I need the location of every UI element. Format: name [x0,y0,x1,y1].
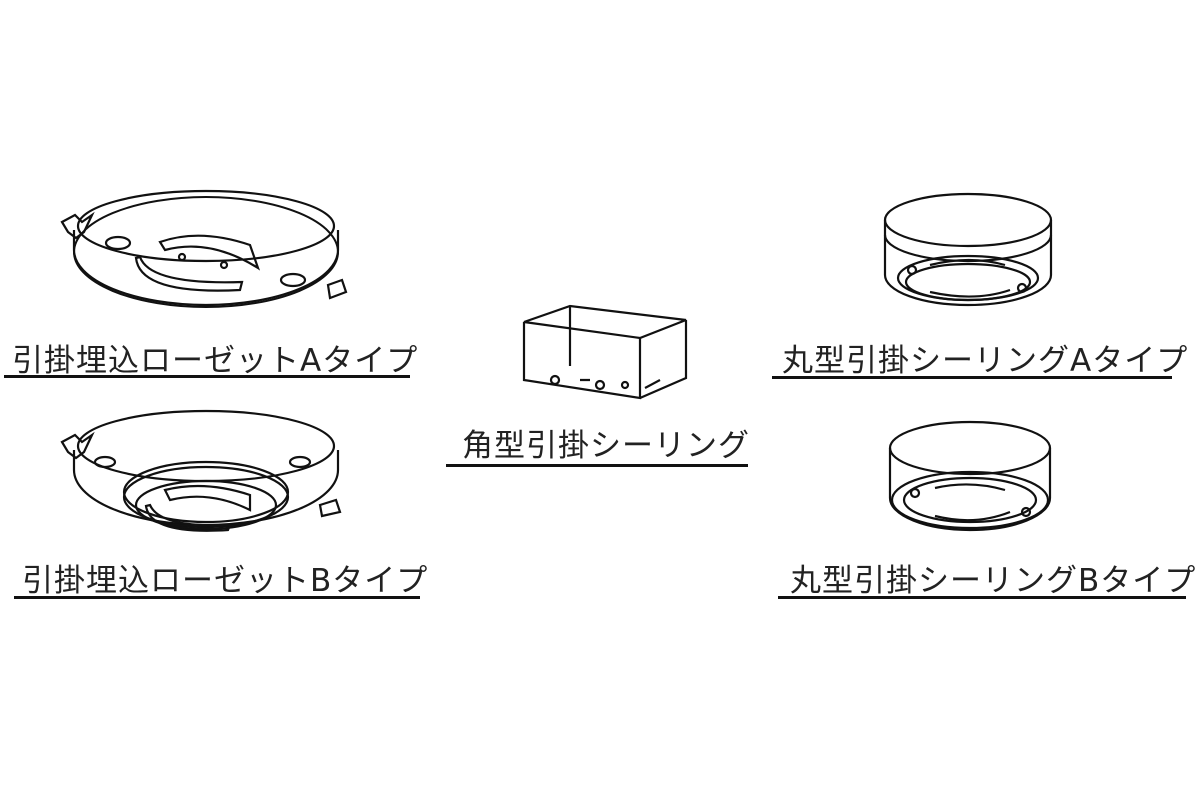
label-square-ceiling: 角型引掛シーリング [462,428,750,464]
square-ceiling-illustration [522,304,688,400]
underline-rosette-a [4,375,410,378]
underline-square-ceiling [446,464,748,467]
label-round-b: 丸型引掛シーリングBタイプ [790,563,1197,599]
round-a-illustration [883,192,1053,307]
underline-round-b [778,596,1186,599]
round-b-illustration [888,420,1052,532]
rosette-a-illustration [60,189,348,308]
rosette-b-illustration [60,409,342,532]
label-round-a: 丸型引掛シーリングAタイプ [782,343,1189,379]
label-rosette-a: 引掛埋込ローゼットAタイプ [12,343,419,379]
label-rosette-b: 引掛埋込ローゼットBタイプ [22,563,429,599]
underline-round-a [772,376,1172,379]
underline-rosette-b [14,596,420,599]
